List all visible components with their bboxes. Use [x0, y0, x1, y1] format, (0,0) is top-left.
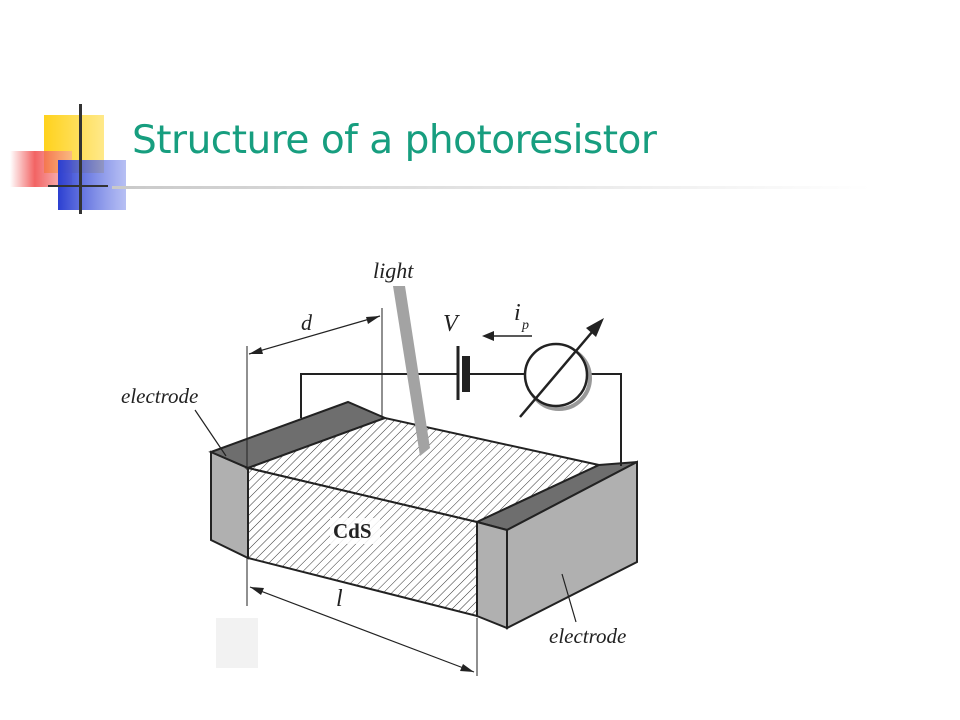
cds-label: CdS [333, 519, 372, 543]
wire-right [588, 373, 622, 466]
current-label: i [514, 300, 521, 326]
deco-horizontal-line [48, 185, 108, 187]
l-dimension-line [249, 586, 475, 673]
right-electrode-side [506, 460, 638, 630]
meter-arrowhead-icon [586, 318, 604, 337]
meter-needle [519, 324, 599, 418]
bg-patch [216, 618, 258, 668]
l-arrow-left-icon [250, 587, 264, 595]
light-label: light [373, 258, 414, 283]
slide-title: Structure of a photoresistor [132, 118, 657, 163]
electrode-right-leader [561, 573, 577, 623]
electrode-left-label: electrode [121, 384, 198, 408]
electrode-right-label: electrode [549, 624, 626, 648]
l-label: l [336, 586, 343, 612]
title-underline [112, 186, 872, 189]
right-electrode-front [476, 520, 508, 630]
battery-short-plate [462, 356, 470, 392]
electrode-left-leader [194, 409, 227, 457]
wire-left [300, 373, 458, 418]
left-electrode-front [210, 450, 249, 560]
d-label: d [301, 310, 313, 335]
d-arrow-left-icon [249, 347, 263, 354]
deco-vertical-line [79, 104, 82, 214]
voltage-label: V [443, 311, 460, 337]
cds-label-bg [330, 518, 380, 544]
current-subscript: p [521, 318, 529, 333]
title-decoration [10, 104, 872, 214]
d-dimension-line [248, 315, 381, 355]
l-arrow-right-icon [460, 664, 474, 672]
light-beam [393, 286, 430, 456]
current-arrow-head-icon [482, 331, 494, 341]
d-arrow-right-icon [366, 316, 380, 324]
